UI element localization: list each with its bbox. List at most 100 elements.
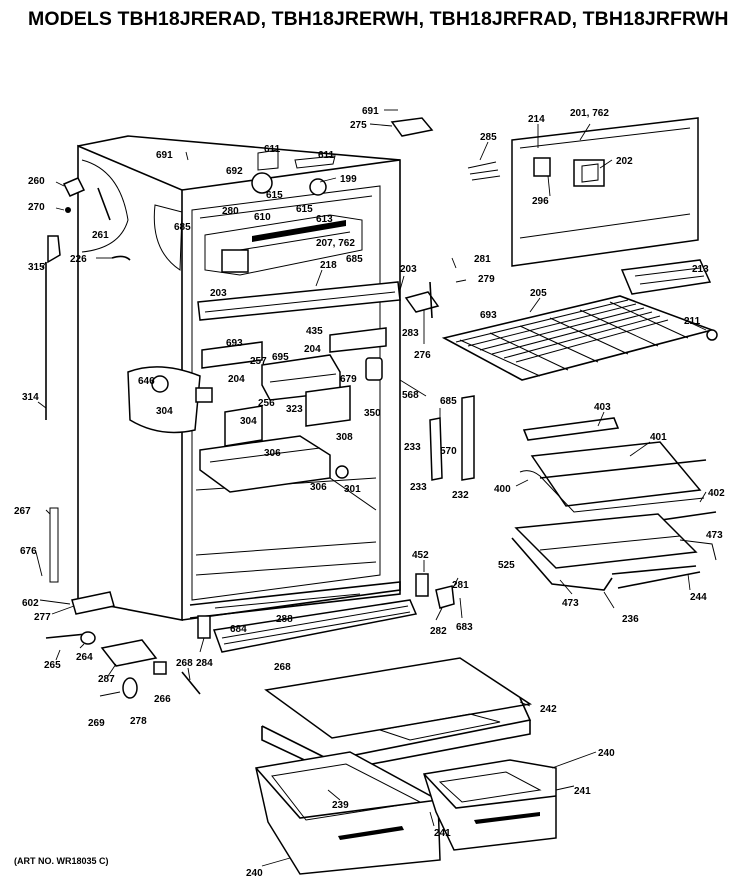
callout-684: 684 xyxy=(230,624,247,635)
callout-283: 283 xyxy=(402,328,419,339)
art-number: (ART NO. WR18035 C) xyxy=(14,856,109,866)
callout-275: 275 xyxy=(350,120,367,131)
callout-685: 685 xyxy=(440,396,457,407)
callout-277: 277 xyxy=(34,612,51,623)
callout-257: 257 xyxy=(250,356,267,367)
callout-685: 685 xyxy=(174,222,191,233)
callout-203: 203 xyxy=(210,288,227,299)
callout-693: 693 xyxy=(480,310,497,321)
callout-240: 240 xyxy=(246,868,263,879)
callout-266: 266 xyxy=(154,694,171,705)
callout-611: 611 xyxy=(264,144,281,155)
callout-269: 269 xyxy=(88,718,105,729)
callout-267: 267 xyxy=(14,506,31,517)
callout-402: 402 xyxy=(708,488,725,499)
callout-288: 288 xyxy=(276,614,293,625)
callout-613: 613 xyxy=(316,214,333,225)
callout-281: 281 xyxy=(452,580,469,591)
callout-213: 213 xyxy=(692,264,709,275)
callout-473: 473 xyxy=(562,598,579,609)
callout-256: 256 xyxy=(258,398,275,409)
leader-lines xyxy=(35,109,707,867)
callout-226: 226 xyxy=(70,254,87,265)
callout-695: 695 xyxy=(272,352,289,363)
callout-265: 265 xyxy=(44,660,61,671)
callout-240: 240 xyxy=(598,748,615,759)
callout-301: 301 xyxy=(344,484,361,495)
callout-473: 473 xyxy=(706,530,723,541)
callout-602: 602 xyxy=(22,598,39,609)
callout-568: 568 xyxy=(402,390,419,401)
callout-287: 287 xyxy=(98,674,115,685)
callout-214: 214 xyxy=(528,114,545,125)
callout-683: 683 xyxy=(456,622,473,633)
callout-264: 264 xyxy=(76,652,93,663)
callout-276: 276 xyxy=(414,350,431,361)
callout-693: 693 xyxy=(226,338,243,349)
callout-314: 314 xyxy=(22,392,39,403)
callout-239: 239 xyxy=(332,800,349,811)
callout-199: 199 xyxy=(340,174,357,185)
callout-202: 202 xyxy=(616,156,633,167)
control-panel xyxy=(390,117,712,295)
callout-278: 278 xyxy=(130,716,147,727)
callout-244: 244 xyxy=(690,592,707,603)
callout-401: 401 xyxy=(650,432,667,443)
callout-218: 218 xyxy=(320,260,337,271)
callout-207-762: 207, 762 xyxy=(316,238,355,249)
callouts: 691 275 214 201, 762 285 202 296 213 691… xyxy=(14,106,725,879)
callout-241: 241 xyxy=(434,828,451,839)
callout-281: 281 xyxy=(474,254,491,265)
callout-304: 304 xyxy=(240,416,257,427)
callout-403: 403 xyxy=(594,402,611,413)
callout-570: 570 xyxy=(440,446,457,457)
callout-270: 270 xyxy=(28,202,45,213)
callout-203: 203 xyxy=(400,264,417,275)
callout-261: 261 xyxy=(92,230,109,241)
models-title: MODELS TBH18JRERAD, TBH18JRERWH, TBH18JR… xyxy=(28,8,729,30)
left-side-parts xyxy=(45,177,213,615)
callout-260: 260 xyxy=(28,176,45,187)
bottom-hardware xyxy=(45,631,201,699)
callout-279: 279 xyxy=(478,274,495,285)
callout-233: 233 xyxy=(410,482,427,493)
callout-268: 268 xyxy=(274,662,291,673)
callout-679: 679 xyxy=(340,374,357,385)
callout-201-762: 201, 762 xyxy=(570,108,609,119)
callout-280: 280 xyxy=(222,206,239,217)
callout-242: 242 xyxy=(540,704,557,715)
rails xyxy=(197,395,475,653)
callout-400: 400 xyxy=(494,484,511,495)
callout-306: 306 xyxy=(264,448,281,459)
callout-676: 676 xyxy=(20,546,37,557)
callout-691: 691 xyxy=(362,106,379,117)
callout-615: 615 xyxy=(266,190,283,201)
callout-308: 308 xyxy=(336,432,353,443)
callout-525: 525 xyxy=(498,560,515,571)
wire-shelf xyxy=(404,281,718,381)
callout-282: 282 xyxy=(430,626,447,637)
meat-drawer xyxy=(511,513,717,591)
callout-232: 232 xyxy=(452,490,469,501)
callout-268: 268 xyxy=(176,658,193,669)
callout-233: 233 xyxy=(404,442,421,453)
callout-296: 296 xyxy=(532,196,549,207)
callout-646: 646 xyxy=(138,376,155,387)
callout-285: 285 xyxy=(480,132,497,143)
control-assemblies xyxy=(197,149,401,493)
callout-315: 315 xyxy=(28,262,45,273)
callout-284: 284 xyxy=(196,658,213,669)
callout-610: 610 xyxy=(254,212,271,223)
callout-205: 205 xyxy=(530,288,547,299)
callout-241: 241 xyxy=(574,786,591,797)
callout-204: 204 xyxy=(304,344,321,355)
callout-236: 236 xyxy=(622,614,639,625)
crisper-assembly xyxy=(255,657,557,875)
callout-692: 692 xyxy=(226,166,243,177)
callout-306: 306 xyxy=(310,482,327,493)
callout-304: 304 xyxy=(156,406,173,417)
callout-211: 211 xyxy=(684,316,701,327)
callout-691: 691 xyxy=(156,150,173,161)
callout-350: 350 xyxy=(364,408,381,419)
